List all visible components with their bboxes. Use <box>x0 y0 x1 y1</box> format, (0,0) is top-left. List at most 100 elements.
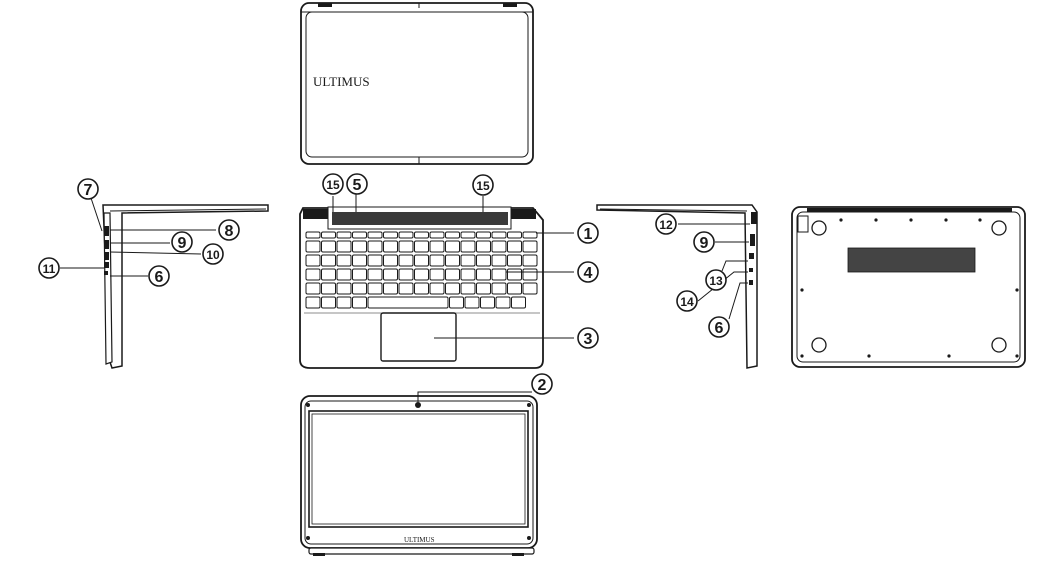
key <box>495 296 511 309</box>
key <box>398 282 414 295</box>
key <box>383 282 398 295</box>
key <box>460 254 476 267</box>
key <box>398 231 414 239</box>
key <box>414 231 429 239</box>
key <box>460 268 476 281</box>
callout-10-label: 10 <box>206 248 220 262</box>
key <box>445 254 460 267</box>
key <box>321 254 336 267</box>
key <box>507 231 522 239</box>
callout-1-label: 1 <box>584 226 593 243</box>
key <box>367 240 383 253</box>
key <box>429 254 445 267</box>
key <box>429 282 445 295</box>
key <box>522 254 538 267</box>
key <box>336 282 352 295</box>
key <box>491 268 507 281</box>
callout-15-right: 15 <box>472 174 494 196</box>
key <box>522 268 538 281</box>
key <box>383 268 398 281</box>
callout-14-label: 14 <box>680 295 694 309</box>
key <box>445 231 460 239</box>
key <box>336 231 352 239</box>
key <box>367 296 449 309</box>
key <box>429 268 445 281</box>
key <box>352 296 367 309</box>
key <box>460 231 476 239</box>
key <box>522 240 538 253</box>
key <box>414 254 429 267</box>
key <box>383 254 398 267</box>
key <box>445 282 460 295</box>
screen-view: ULTIMUS <box>300 395 538 556</box>
key <box>480 296 495 309</box>
callout-12-label: 12 <box>659 218 673 232</box>
screen-leaders <box>417 391 532 402</box>
key <box>352 240 367 253</box>
display-panel <box>308 410 529 528</box>
key <box>352 268 367 281</box>
key <box>352 231 367 239</box>
callout-15-left-label: 15 <box>326 178 340 192</box>
callout-13: 13 <box>705 269 727 291</box>
keyboard-leaders <box>332 194 574 339</box>
key <box>305 296 321 309</box>
key <box>367 254 383 267</box>
lid-logo: ULTIMUS <box>313 74 370 89</box>
key <box>511 296 526 309</box>
touchpad <box>380 312 457 362</box>
right-side-leaders <box>678 223 750 320</box>
callout-14: 14 <box>676 290 698 312</box>
key <box>305 254 321 267</box>
callout-15-right-label: 15 <box>476 179 490 193</box>
key <box>336 268 352 281</box>
key <box>352 254 367 267</box>
key <box>464 296 480 309</box>
key <box>507 240 522 253</box>
key <box>522 231 538 239</box>
key <box>321 282 336 295</box>
key <box>321 296 336 309</box>
callout-9-right: 9 <box>693 231 715 253</box>
key <box>491 240 507 253</box>
left-side-leaders <box>60 197 216 277</box>
key <box>507 254 522 267</box>
key <box>414 282 429 295</box>
callout-4: 4 <box>577 261 599 283</box>
callout-2: 2 <box>531 373 553 395</box>
callout-7: 7 <box>77 178 99 200</box>
callout-6-left-label: 6 <box>155 269 164 286</box>
key <box>367 282 383 295</box>
callout-5: 5 <box>346 173 368 195</box>
key <box>445 268 460 281</box>
callout-9-left-label: 9 <box>178 235 187 252</box>
bezel-logo: ULTIMUS <box>404 536 435 544</box>
key <box>445 240 460 253</box>
key <box>429 231 445 239</box>
key <box>383 231 398 239</box>
key <box>336 240 352 253</box>
key <box>367 268 383 281</box>
callout-6-left: 6 <box>148 265 170 287</box>
callout-12: 12 <box>655 213 677 235</box>
right-side-view <box>596 204 758 369</box>
keyboard-view <box>299 206 544 369</box>
key <box>449 296 464 309</box>
callout-13-label: 13 <box>709 274 723 288</box>
key <box>352 282 367 295</box>
callout-4-label: 4 <box>584 265 593 282</box>
key <box>476 254 491 267</box>
callout-9-left: 9 <box>171 231 193 253</box>
callout-2-label: 2 <box>538 377 547 394</box>
callout-1: 1 <box>577 222 599 244</box>
key <box>414 268 429 281</box>
key <box>398 254 414 267</box>
key <box>507 268 522 281</box>
callout-6-right: 6 <box>708 316 730 338</box>
callout-7-label: 7 <box>84 182 93 199</box>
callout-11: 11 <box>38 257 60 279</box>
callout-3: 3 <box>577 327 599 349</box>
key <box>305 231 321 239</box>
callout-10: 10 <box>202 243 224 265</box>
